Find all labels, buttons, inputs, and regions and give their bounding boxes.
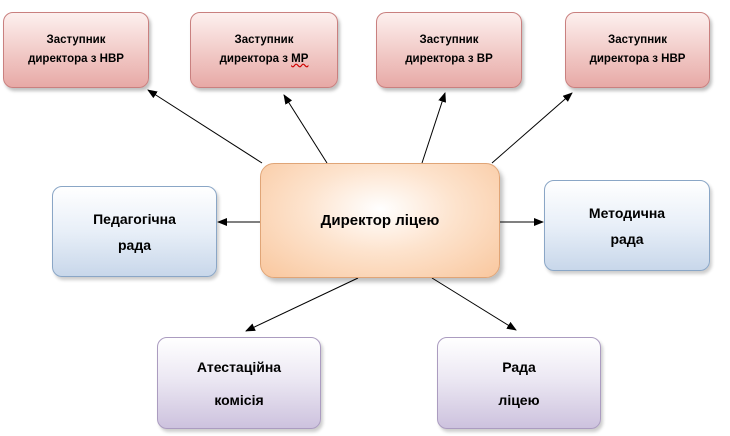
commission-name: Атестаційна [196,358,282,375]
arrow-to-deputy-4 [491,92,573,164]
council-type: рада [610,230,644,247]
council-name: Методична [588,204,666,221]
arrow-to-deputy-3 [421,92,446,164]
arrow-to-deputy-2 [283,94,328,164]
deputy-title: Заступник [46,34,106,46]
council-name: Педагогічна [93,210,176,227]
deputy-role: директора з НВР [589,53,686,65]
pedagogical-council-box: Педагогічна рада [52,186,217,277]
deputy-role-abbrev: МР [291,53,309,65]
deputy-box-nvr-2: Заступник директора з НВР [565,12,710,88]
council-type: рада [117,236,151,253]
deputy-role: директора з МР [220,50,309,69]
lyceum-council-box: Рада ліцею [437,337,601,429]
director-box: Директор ліцею [260,163,500,278]
council-name: Рада [502,358,536,375]
council-type: ліцею [498,391,540,408]
deputy-box-nvr-1: Заступник директора з НВР [3,12,149,88]
deputy-box-mr: Заступник директора з МР [190,12,338,88]
director-label: Директор ліцею [320,212,440,229]
deputy-title: Заступник [607,34,668,46]
deputy-title: Заступник [419,34,479,46]
deputy-box-vr: Заступник директора з ВР [376,12,522,88]
deputy-title: Заступник [234,34,294,46]
arrow-to-lyceum-council [431,277,517,331]
arrow-to-deputy-1 [147,89,263,164]
commission-type: комісія [214,391,264,408]
methodical-council-box: Методична рада [544,180,710,271]
deputy-role: директора з НВР [28,53,124,65]
arrow-to-attestation-commission [245,277,359,332]
deputy-role-prefix: директора з [219,53,292,65]
deputy-role: директора з ВР [405,53,493,65]
attestation-commission-box: Атестаційна комісія [157,337,321,429]
